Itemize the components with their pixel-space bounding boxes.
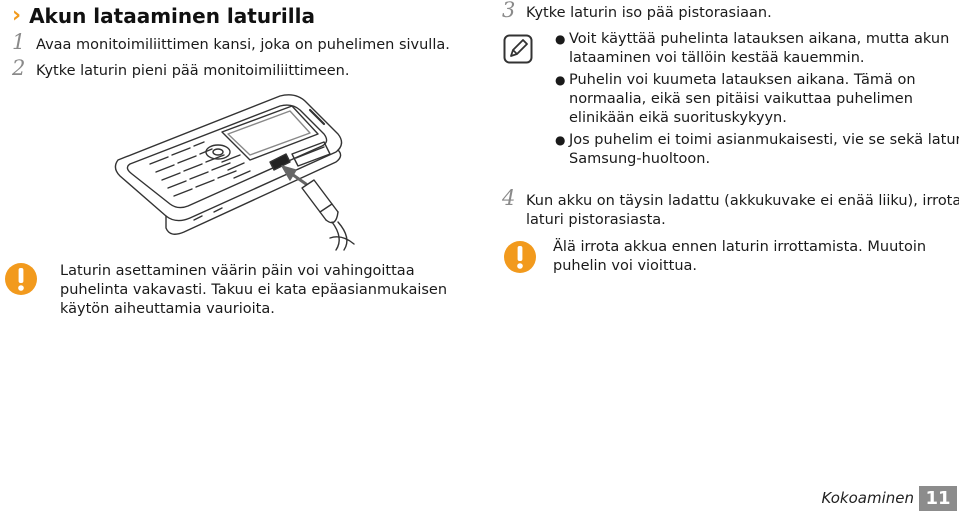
bullet-line: elinikään eikä suorituskykyyn. (569, 110, 787, 126)
note-pencil-icon (503, 34, 533, 64)
left-steps: 1 Avaa monitoimiliittimen kansi, joka on… (12, 30, 450, 81)
note-bullets: ● Voit käyttää puhelinta latauksen aikan… (555, 30, 959, 169)
bullet-icon: ● (555, 73, 566, 87)
phone-charger-illustration (114, 94, 355, 251)
bullet-icon: ● (555, 32, 566, 46)
warning-line: Älä irrota akkua ennen laturin irrottami… (553, 239, 927, 255)
bullet-icon: ● (555, 133, 566, 147)
right-warning-text: Älä irrota akkua ennen laturin irrottami… (553, 238, 926, 276)
step-2: 2 Kytke laturin pieni pää monitoimiliitt… (12, 56, 450, 81)
warning-line: puhelin voi vioittua. (553, 258, 698, 274)
bullet-line: Puhelin voi kuumeta latauksen aikana. Tä… (569, 72, 916, 88)
page-number: 11 (919, 486, 957, 511)
footer-section-name: Kokoaminen (821, 489, 914, 507)
bullet-line: Jos puhelim ei toimi asianmukaisesti, vi… (569, 132, 959, 148)
warning-icon (5, 263, 37, 295)
left-warning-text: Laturin asettaminen väärin päin voi vahi… (60, 262, 447, 319)
step-text: Kytke laturin pieni pää monitoimiliittim… (36, 63, 350, 79)
step-text: laturi pistorasiasta. (526, 212, 666, 228)
section-title: Akun lataaminen laturilla (29, 4, 315, 28)
section-heading: › Akun lataaminen laturilla (12, 4, 315, 28)
step-number: 4 (502, 186, 516, 210)
bullet-line: Voit käyttää puhelinta latauksen aikana,… (569, 31, 950, 47)
bullet-line: lataaminen voi tällöin kestää kauemmin. (569, 50, 865, 66)
step-number: 3 (502, 0, 516, 22)
chevron-right-icon: › (12, 3, 22, 28)
step-text: Kytke laturin iso pää pistorasiaan. (526, 5, 772, 21)
note-bullet: ● Puhelin voi kuumeta latauksen aikana. … (555, 71, 959, 128)
step-number: 1 (12, 30, 26, 54)
warning-line: Laturin asettaminen väärin päin voi vahi… (60, 263, 415, 279)
warning-icon (504, 241, 536, 273)
bullet-line: normaalia, eikä sen pitäisi vaikuttaa pu… (569, 91, 913, 107)
step-1: 1 Avaa monitoimiliittimen kansi, joka on… (12, 30, 450, 55)
step-4: 4 Kun akku on täysin ladattu (akkukuvake… (502, 186, 959, 230)
step-number: 2 (12, 56, 26, 80)
bullet-line: Samsung-huoltoon. (569, 151, 711, 167)
note-bullet: ● Voit käyttää puhelinta latauksen aikan… (555, 30, 959, 68)
note-bullet: ● Jos puhelim ei toimi asianmukaisesti, … (555, 131, 959, 169)
step-text: Avaa monitoimiliittimen kansi, joka on p… (36, 37, 450, 53)
warning-line: käytön aiheuttamia vaurioita. (60, 301, 275, 317)
step-text: Kun akku on täysin ladattu (akkukuvake e… (526, 193, 959, 209)
step-3: 3 Kytke laturin iso pää pistorasiaan. (502, 0, 772, 23)
warning-line: puhelinta vakavasti. Takuu ei kata epäas… (60, 282, 448, 298)
